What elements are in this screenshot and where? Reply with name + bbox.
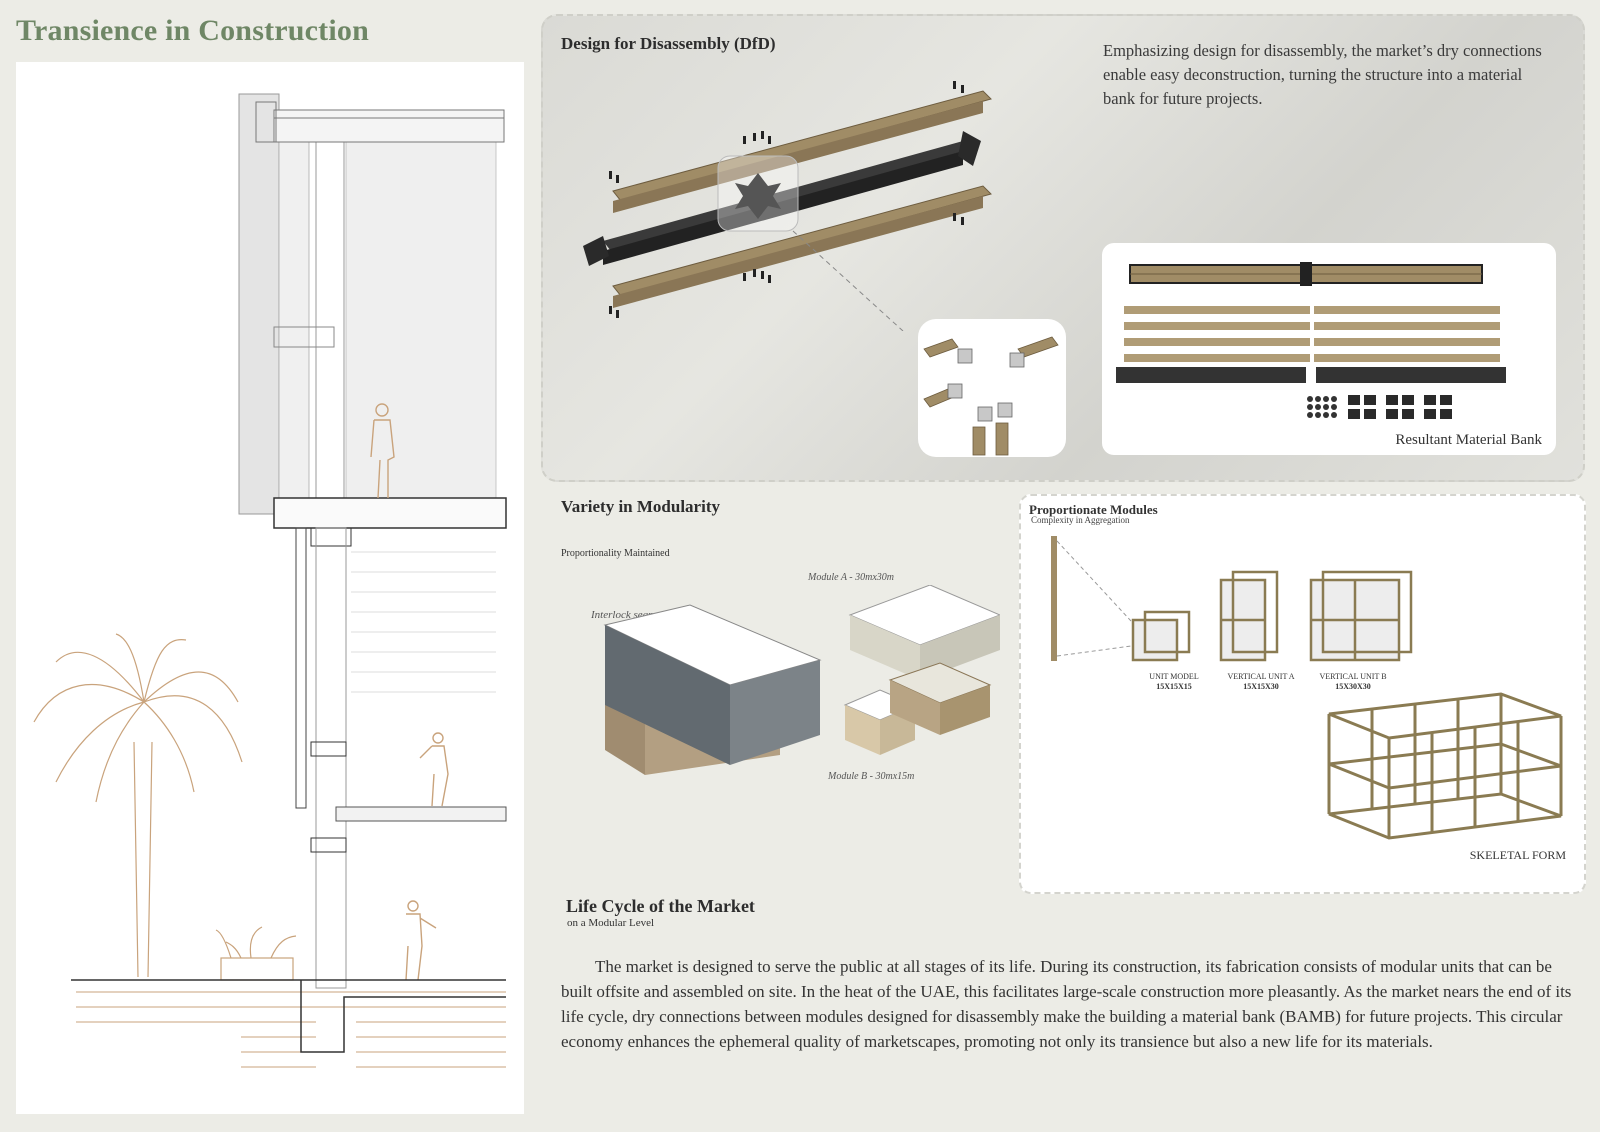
detail-timber-1	[923, 338, 959, 358]
module-b-interior-right	[940, 685, 990, 735]
mezzanine-slab	[335, 806, 507, 822]
modularity-isometric	[603, 585, 1000, 775]
curtain-wall	[238, 93, 280, 515]
foundation	[300, 980, 506, 1053]
bolts	[609, 81, 964, 318]
vertical-unit-b-frame	[1309, 570, 1413, 662]
dfd-description: Emphasizing design for disassembly, the …	[1103, 41, 1542, 108]
module-b-left	[845, 705, 880, 755]
person-sketch-2	[419, 732, 449, 807]
leader-line	[792, 230, 904, 331]
plate-pile	[1348, 395, 1452, 419]
interlock-facade-right	[730, 660, 820, 765]
connection-node	[310, 527, 352, 547]
material-bank-card: Resultant Material Bank	[1102, 243, 1556, 455]
module-a-roof	[848, 585, 1000, 646]
vertical-unit-a-size: 15X15X30	[1243, 682, 1279, 691]
leader-line-1	[1056, 540, 1132, 622]
vertical-unit-a-frame	[1219, 570, 1279, 662]
palm-tree-sketch	[33, 633, 243, 978]
steel-stack-1	[1116, 367, 1306, 383]
detail-bracket-3	[947, 383, 963, 399]
detail-bracket-4	[977, 406, 993, 422]
column-element	[1051, 536, 1057, 661]
dfd-heading: Design for Disassembly (DfD)	[561, 34, 776, 53]
interlock-facade-left	[605, 625, 730, 765]
interior-wall	[345, 141, 497, 515]
skeletal-caption: SKELETAL FORM	[1469, 848, 1566, 862]
ground-hatch	[76, 991, 506, 1068]
person-sketch-3	[405, 900, 437, 981]
detail-post-2	[995, 422, 1009, 456]
timber-stack	[1124, 306, 1500, 362]
floor-slab	[273, 497, 507, 529]
mullion	[295, 527, 307, 809]
module-b-label: Module B - 30mx15m	[828, 771, 915, 782]
roof-slab	[273, 109, 505, 143]
steel-end-plate-2	[958, 131, 981, 166]
steel-beam	[603, 141, 971, 251]
bolt-pile	[1307, 396, 1337, 418]
leader-line-2	[1056, 645, 1132, 657]
vertical-unit-b-label: VERTICAL UNIT B 15X30X30	[1313, 672, 1393, 692]
material-bank-caption: Resultant Material Bank	[1395, 432, 1542, 448]
fixing-bracket	[273, 326, 335, 348]
connection-detail-svg	[923, 336, 1059, 456]
glazing-panel	[278, 141, 310, 515]
page-title: Transience in Construction	[16, 14, 369, 47]
material-bank-svg	[1116, 262, 1506, 419]
detail-post-1	[972, 426, 986, 456]
assembled-connector	[1300, 262, 1312, 286]
proportionate-heading: Proportionate Modules	[1029, 502, 1158, 517]
connection-detail-card	[918, 319, 1066, 457]
modules-svg	[1051, 536, 1563, 840]
person-sketch	[370, 403, 395, 499]
vertical-unit-b-size: 15X30X30	[1335, 682, 1371, 691]
module-a-left	[850, 615, 920, 680]
timber-beam-upper	[612, 90, 992, 202]
roof-edge	[255, 101, 277, 143]
vertical-unit-a-label: VERTICAL UNIT A 15X15X30	[1221, 672, 1301, 692]
planter-sketch	[215, 926, 297, 981]
detail-bracket-1	[957, 348, 973, 364]
stair-lines	[351, 551, 496, 693]
module-a-label: Module A - 30mx30m	[808, 572, 895, 583]
unit-model-frame	[1131, 610, 1191, 662]
connection-node-3	[310, 837, 347, 853]
timber-beam-lower-side	[613, 196, 983, 308]
lifecycle-subheading: on a Modular Level	[567, 917, 655, 929]
timber-beam-lower	[612, 185, 992, 297]
section-svg	[33, 93, 507, 1068]
vertical-unit-b-name: VERTICAL UNIT B	[1319, 672, 1387, 681]
lower-column	[315, 527, 347, 989]
exploded-beam-diagram	[583, 81, 992, 331]
proportionate-subheading: Complexity in Aggregation	[1031, 515, 1130, 525]
unit-model-label: UNIT MODEL 15X15X15	[1139, 672, 1209, 692]
lifecycle-body: The market is designed to serve the publ…	[561, 957, 1572, 1051]
modularity-heading: Variety in Modularity	[561, 497, 720, 516]
steel-beam-side	[603, 151, 963, 265]
proportionate-modules-panel: Proportionate Modules Complexity in Aggr…	[1019, 494, 1586, 894]
steel-stack-2	[1316, 367, 1506, 383]
building-section-drawing	[16, 62, 524, 1114]
vertical-unit-a-name: VERTICAL UNIT A	[1227, 672, 1295, 681]
modularity-subheading: Proportionality Maintained	[561, 548, 670, 559]
steel-end-plate	[583, 236, 609, 266]
timber-beam-upper-side	[613, 101, 983, 213]
detail-bracket-2	[1009, 352, 1025, 368]
detail-bracket-5	[997, 402, 1013, 418]
skeletal-form-frame	[1327, 692, 1563, 840]
module-b-interior-left	[890, 680, 940, 735]
connector-plate	[735, 173, 781, 219]
lifecycle-heading: Life Cycle of the Market	[566, 896, 755, 916]
unit-model-size: 15X15X15	[1156, 682, 1192, 691]
connection-node-2	[310, 741, 347, 757]
unit-model-name: UNIT MODEL	[1149, 672, 1199, 681]
column	[315, 141, 345, 515]
